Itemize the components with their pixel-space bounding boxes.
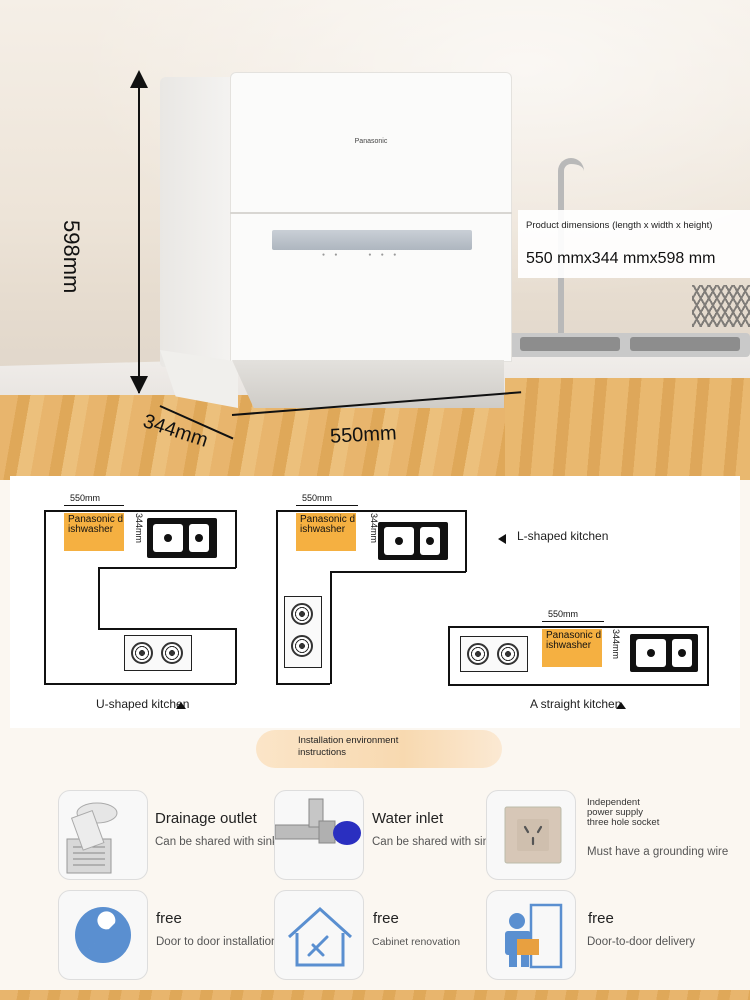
l-dishwasher-box: Panasonic dishwasher [296, 513, 356, 551]
installation-diagrams: 550mm 344mm Panasonic dishwasher U-shape… [10, 476, 740, 728]
delivery-icon [486, 890, 576, 980]
product-hero-image: Panasonic ● ● ● ● ● 598mm 344mm 550mm Pr… [0, 0, 750, 480]
caret-left-icon [498, 534, 506, 544]
delivery-title: free [588, 910, 614, 927]
delivery-subtitle: Door-to-door delivery [587, 936, 696, 948]
l-width-line [296, 505, 358, 506]
caret-up-icon [176, 702, 186, 709]
water-valve-icon [274, 790, 364, 880]
drain-icon [58, 790, 148, 880]
renovation-subtitle: Cabinet renovation [372, 936, 461, 948]
environment-title: Installation environment instructions [298, 735, 398, 759]
water-inlet-subtitle: Can be shared with sink [372, 836, 495, 848]
s-depth-label: 344mm [611, 629, 621, 660]
u-shaped-caption: U-shaped kitchen [96, 697, 190, 711]
spec-callout [518, 210, 750, 278]
u-sink-icon [147, 518, 217, 558]
house-tools-icon [274, 890, 364, 980]
s-stove-icon [460, 636, 528, 672]
l-sink-icon [378, 522, 448, 560]
u-stove-icon [124, 635, 192, 671]
height-dimension-line [138, 75, 140, 393]
environment-title-line1: Installation environment [298, 735, 399, 746]
dishwasher-buttons: ● ● ● ● ● [322, 252, 401, 258]
arrow-up-icon [130, 70, 148, 88]
caret-up-icon [616, 702, 626, 709]
u-depth-label: 344mm [134, 513, 144, 544]
wrench-icon [58, 890, 148, 980]
s-sink-icon [630, 634, 698, 672]
cabinet-wood-right [505, 378, 750, 480]
power-socket-icon [486, 790, 576, 880]
dishwasher-product: Panasonic ● ● ● ● ● [160, 72, 512, 410]
arrow-down-icon [130, 376, 148, 394]
installation-subtitle: Door to door installation [156, 936, 278, 948]
s-width-label: 550mm [548, 609, 579, 619]
dishwasher-front [230, 72, 512, 362]
u-dishwasher-box: Panasonic dishwasher [64, 513, 124, 551]
sink-basin-right [630, 337, 740, 351]
dishwasher-side [160, 77, 232, 367]
dishwasher-base [232, 360, 504, 408]
sink-basin-left [520, 337, 620, 351]
u-width-line [64, 505, 124, 506]
dishwasher-brand-logo: Panasonic [354, 138, 388, 145]
l-width-label: 550mm [302, 493, 333, 503]
power-supply-subtitle: Must have a grounding wire [587, 846, 729, 858]
bottom-wood-strip [0, 990, 750, 1000]
width-dimension-label: 550mm [329, 422, 398, 448]
spec-value: 550 mmx344 mmx598 mm [526, 250, 716, 267]
drainage-subtitle: Can be shared with sink [155, 836, 278, 848]
installation-title: free [156, 910, 182, 927]
s-width-line [542, 621, 604, 622]
drainage-title: Drainage outlet [155, 810, 257, 827]
dishwasher-control-panel [272, 230, 472, 250]
power-supply-title: Independent power supply three hole sock… [587, 797, 660, 828]
u-width-label: 550mm [70, 493, 101, 503]
renovation-title: free [373, 910, 399, 927]
spec-label: Product dimensions (length x width x hei… [526, 220, 713, 231]
environment-pill [256, 730, 502, 768]
s-dishwasher-box: Panasonic dishwasher [542, 629, 602, 667]
dishwasher-door-seam [230, 212, 512, 214]
height-dimension-label: 598mm [59, 220, 84, 294]
dish-rack-graphic [692, 285, 750, 327]
straight-caption: A straight kitchen [530, 697, 622, 711]
l-stove-icon [284, 596, 322, 668]
l-shaped-caption: L-shaped kitchen [517, 529, 609, 543]
environment-title-line2: instructions [298, 747, 347, 758]
water-inlet-title: Water inlet [372, 810, 444, 827]
